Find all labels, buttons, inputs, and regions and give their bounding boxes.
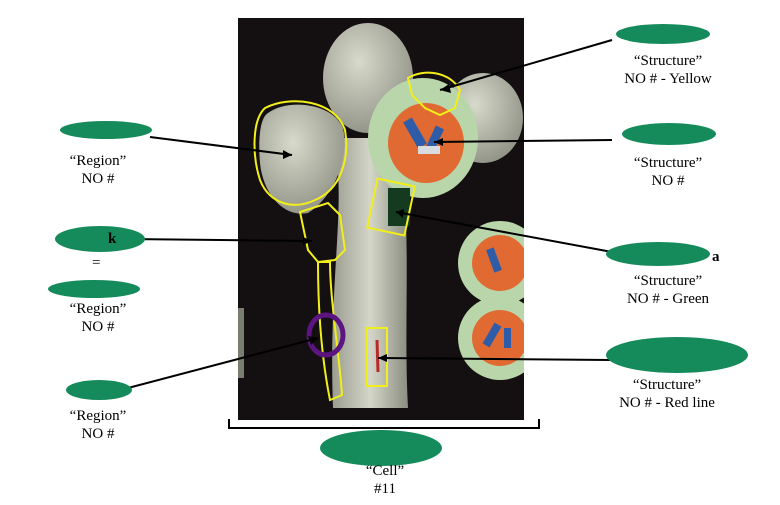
redaction-blob <box>606 242 710 266</box>
label-structure-green: “Structure” NO # - Green <box>626 273 710 307</box>
redaction-blob <box>66 380 132 400</box>
redaction-blob <box>622 123 716 145</box>
outline-region-mid <box>298 201 347 264</box>
arrow-region-bottom <box>127 337 319 389</box>
cell-bracket <box>228 419 540 429</box>
outline-region-bottom <box>316 261 344 402</box>
redaction-blob <box>320 430 442 466</box>
outline-region-top <box>253 100 348 206</box>
outline-structure-yellow <box>406 71 462 117</box>
dark-green-structure <box>388 188 410 226</box>
redaction-blob <box>48 280 140 298</box>
arrow-structure-plain <box>433 139 613 143</box>
fragment-k: k <box>108 231 117 247</box>
redaction-blob <box>616 24 710 44</box>
vesicle-left <box>259 104 345 214</box>
label-region-mid: “Region” NO # <box>69 301 127 335</box>
label-region-bottom: “Region” NO # <box>69 408 127 442</box>
arrow-region-top <box>149 136 293 156</box>
fragment-a: a <box>712 249 720 265</box>
label-structure-red: “Structure” NO # - Red line <box>619 377 715 411</box>
arrow-structure-green <box>395 211 613 253</box>
redaction-blob <box>60 121 152 139</box>
label-structure-plain: “Structure” NO # <box>633 155 703 189</box>
arrow-structure-red <box>377 357 611 361</box>
red-line-marker <box>375 339 380 373</box>
redaction-blob <box>606 337 748 373</box>
redaction-blob <box>55 226 145 252</box>
outline-structure-green <box>366 177 416 237</box>
fragment-eq: = <box>92 255 101 271</box>
arrow-structure-yellow <box>439 39 613 91</box>
label-region-top: “Region” NO # <box>69 153 127 187</box>
label-structure-yellow: “Structure” NO # - Yellow <box>624 53 712 87</box>
arrow-region-mid <box>125 238 313 242</box>
label-cell: “Cell” #11 <box>365 463 405 497</box>
purple-ring <box>306 312 346 358</box>
